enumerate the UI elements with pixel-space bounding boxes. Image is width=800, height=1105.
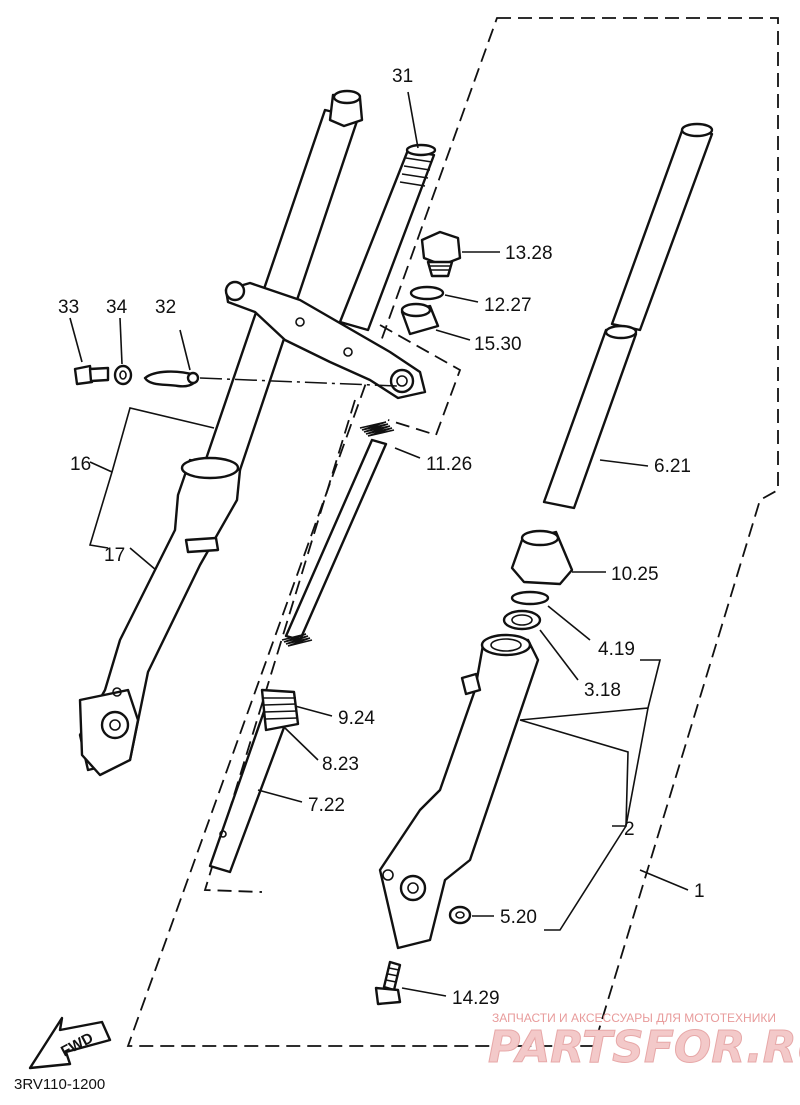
diagram-code: 3RV110-1200 (14, 1076, 105, 1093)
callout-labels: 31 13.28 12.27 15.30 11.26 6.21 10.25 4.… (58, 66, 705, 1009)
damper-rod-7 (208, 688, 300, 874)
callout-11: 11.26 (426, 454, 472, 475)
callout-4: 4.19 (598, 639, 635, 660)
callout-14: 14.29 (452, 988, 500, 1009)
bracket-boundary (379, 324, 462, 437)
callout-10: 10.25 (611, 564, 659, 585)
o-ring-12 (409, 285, 445, 301)
callout-5: 5.20 (500, 907, 537, 928)
spring-11 (281, 421, 395, 647)
callout-34: 34 (106, 297, 128, 318)
callout-31: 31 (392, 66, 413, 87)
callout-15: 15.30 (474, 334, 522, 355)
watermark: ЗАПЧАСТИ И АКСЕССУАРЫ ДЛЯ МОТОТЕХНИКИ PA… (488, 1011, 800, 1074)
callout-13: 13.28 (505, 243, 553, 264)
callout-1: 1 (694, 881, 705, 902)
spacer-15 (400, 302, 440, 336)
callout-33: 33 (58, 297, 79, 318)
washer-5 (448, 905, 472, 925)
callout-12: 12.27 (484, 295, 532, 316)
outer-tube-2 (378, 633, 540, 950)
inner-parts-boundary (203, 399, 356, 893)
washer-34 (113, 364, 133, 386)
bolt-33 (73, 364, 110, 386)
watermark-brand: PARTSFOR.RU (488, 1022, 800, 1073)
clip-32 (143, 370, 200, 388)
bolt-14 (374, 960, 402, 1006)
callout-3: 3.18 (584, 680, 621, 701)
leader-lines (69, 91, 689, 997)
cap-bolt-13 (420, 230, 462, 278)
callout-32: 32 (155, 297, 176, 318)
under-bracket (224, 281, 427, 400)
clip-4 (510, 590, 550, 606)
callout-9: 9.24 (338, 708, 375, 729)
callout-17: 17 (104, 545, 125, 566)
watermark-caption: ЗАПЧАСТИ И АКСЕССУАРЫ ДЛЯ МОТОТЕХНИКИ (492, 1011, 776, 1025)
inner-tube-6 (542, 122, 714, 510)
callout-16: 16 (70, 454, 91, 475)
oil-seal-3 (502, 609, 542, 631)
dust-seal-10 (510, 529, 574, 586)
assembly-boundary (126, 17, 779, 1047)
callout-6: 6.21 (654, 456, 691, 477)
fwd-arrow: FWD (28, 1016, 112, 1070)
callout-7: 7.22 (308, 795, 345, 816)
callout-8: 8.23 (322, 754, 359, 775)
callout-2: 2 (624, 819, 635, 840)
